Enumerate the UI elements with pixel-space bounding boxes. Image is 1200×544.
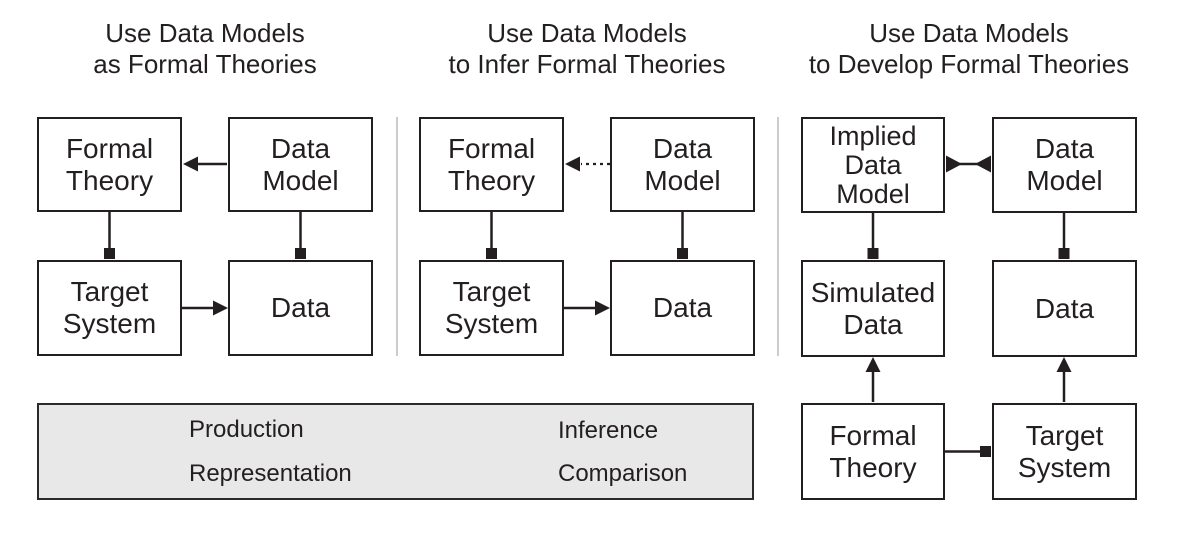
box-formal-theory-p2: Formal Theory <box>419 117 564 212</box>
box-data-model-p2: Data Model <box>610 117 755 212</box>
legend-label-comparison: Comparison <box>558 460 688 487</box>
panel-1-title: Use Data Models as Formal Theories <box>93 18 317 79</box>
box-data-p3: Data <box>992 260 1137 357</box>
box-formal-theory-p1: Formal Theory <box>37 117 182 212</box>
legend-label-inference: Inference <box>558 417 659 444</box>
p3-production-arrow-up-right-icon <box>1056 357 1072 402</box>
panel-divider-1 <box>396 117 398 356</box>
p3-representation-connector-bottom-icon <box>945 446 991 457</box>
p2-representation-connector-left-icon <box>486 212 497 259</box>
panel-3-title: Use Data Models to Develop Formal Theori… <box>808 18 1130 79</box>
p1-representation-connector-left-icon <box>104 212 115 259</box>
legend-box <box>37 403 754 500</box>
box-target-system-p1: Target System <box>37 260 182 356</box>
box-target-system-p2: Target System <box>419 260 564 356</box>
legend-label-representation: Representation <box>189 460 352 487</box>
box-data-model-p1: Data Model <box>228 117 373 212</box>
box-data-model-p3: Data Model <box>992 117 1137 213</box>
box-data-p1: Data <box>228 260 373 356</box>
p3-representation-connector-left-icon <box>867 213 879 259</box>
p3-production-arrow-up-left-icon <box>865 357 881 402</box>
p3-comparison-connector-icon <box>946 155 991 173</box>
panel-divider-2 <box>777 117 779 356</box>
p3-representation-connector-right-icon <box>1058 213 1070 259</box>
box-formal-theory-p3: Formal Theory <box>801 403 945 500</box>
box-simulated-data-p3: Simulated Data <box>801 260 945 357</box>
p2-representation-connector-right-icon <box>677 212 688 259</box>
p2-production-arrow-bottom-icon <box>564 300 610 316</box>
p1-representation-connector-right-icon <box>295 212 306 259</box>
box-data-p2: Data <box>610 260 755 356</box>
p1-production-arrow-bottom-icon <box>182 300 228 316</box>
legend-label-production: Production <box>189 416 304 443</box>
p1-production-arrow-icon <box>183 156 227 172</box>
box-target-system-p3: Target System <box>992 403 1137 500</box>
panel-2-title: Use Data Models to Infer Formal Theories <box>448 18 726 79</box>
p2-inference-arrow-icon <box>565 156 610 172</box>
box-implied-data-model-p3: Implied Data Model <box>801 117 945 213</box>
